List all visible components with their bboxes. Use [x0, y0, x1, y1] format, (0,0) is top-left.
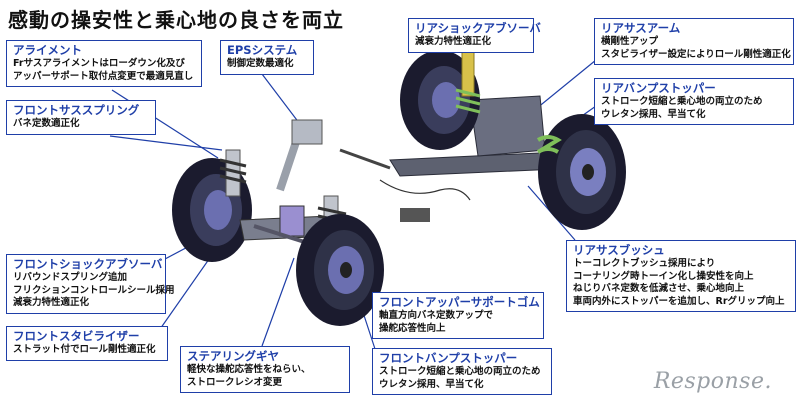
callout-rear-arm: リアサスアーム 横剛性アップ スタビライザー設定によりロール剛性適正化	[594, 18, 794, 65]
callout-line: ウレタン採用、早当て化	[601, 108, 706, 120]
callout-rear-shock: リアショックアブソーバ 減衰力特性適正化	[408, 18, 541, 53]
callout-front-shock: フロントショックアブソーバ リバウンドスプリング追加 フリクションコントロールシ…	[6, 254, 175, 314]
callout-line: リバウンドスプリング追加	[13, 272, 128, 283]
callout-line: 減衰力特性適正化	[13, 297, 90, 308]
callout-heading: リアショックアブソーバ	[415, 21, 541, 35]
callout-rear-bump: リアバンプストッパー ストローク短縮と乗心地の両立のため ウレタン採用、早当て化	[594, 78, 794, 125]
page-title: 感動の操安性と乗心地の良さを両立	[8, 8, 344, 32]
rear-spring	[536, 135, 562, 154]
callout-line: 減衰力特性適正化	[415, 36, 492, 47]
callout-line: トーコレクトブッシュ採用により	[573, 258, 716, 269]
callout-line: フリクションコントロールシール採用	[13, 284, 175, 296]
callout-line: ねじりバネ定数を低減させ、乗心地向上	[573, 283, 745, 294]
callout-line: スタビライザー設定によりロール剛性適正化	[601, 48, 791, 60]
callout-alignment: アライメント Frサスアライメントはローダウン化及び アッパーサポート取付点変更…	[6, 40, 202, 87]
callout-heading: リアサスブッシュ	[573, 243, 665, 257]
callout-line: ストローク短縮と乗心地の両立のため	[601, 96, 763, 107]
callout-line: バネ定数適正化	[13, 118, 80, 129]
callout-line: コーナリング時トーイン化し操安性を向上	[573, 270, 754, 282]
callout-heading: フロントサススプリング	[13, 103, 140, 117]
callout-line: アッパーサポート取付点変更で最適見直し	[13, 70, 194, 82]
callout-line: 軸直方向バネ定数アップで	[379, 310, 494, 321]
callout-line: 操舵応答性向上	[379, 322, 446, 334]
callout-line: 軽快な操舵応答性をねらい、	[187, 364, 311, 375]
callout-heading: EPSシステム	[227, 43, 298, 57]
callout-heading: フロントスタビライザー	[13, 329, 140, 343]
callout-front-bump: フロントバンプストッパー ストローク短縮と乗心地の両立のため ウレタン採用、早当…	[372, 348, 552, 395]
callout-heading: ステアリングギヤ	[187, 349, 279, 363]
callout-line: Frサスアライメントはローダウン化及び	[13, 58, 185, 69]
callout-front-stab: フロントスタビライザー ストラット付でロール剛性適正化	[6, 326, 168, 361]
rear-left-wheel	[400, 50, 480, 150]
rear-right-wheel	[538, 114, 626, 230]
callout-line: ストローク短縮と乗心地の両立のため	[379, 366, 541, 377]
callout-heading: アライメント	[13, 43, 82, 57]
callout-line: 横剛性アップ	[601, 36, 659, 47]
callout-line: ストロークレシオ変更	[187, 376, 283, 388]
callout-heading: リアバンプストッパー	[601, 81, 716, 95]
callout-heading: リアサスアーム	[601, 21, 681, 35]
callout-rear-bush: リアサスブッシュ トーコレクトブッシュ採用により コーナリング時トーイン化し操安…	[566, 240, 796, 312]
callout-line: ウレタン採用、早当て化	[379, 378, 484, 390]
response-logo: Response.	[653, 369, 772, 394]
callout-eps: EPSシステム 制御定数最適化	[220, 40, 314, 75]
callout-line: 制御定数最適化	[227, 58, 294, 69]
callout-heading: フロントショックアブソーバ	[13, 257, 163, 271]
callout-line: 車両内外にストッパーを追加し、Rrグリップ向上	[573, 295, 785, 307]
callout-front-upper: フロントアッパーサポートゴム 軸直方向バネ定数アップで 操舵応答性向上	[372, 292, 544, 339]
front-left-strut	[219, 149, 247, 197]
callout-steering-gear: ステアリングギヤ 軽快な操舵応答性をねらい、 ストロークレシオ変更	[180, 346, 350, 393]
callout-line: ストラット付でロール剛性適正化	[13, 344, 156, 355]
callout-heading: フロントバンプストッパー	[379, 351, 518, 365]
callout-heading: フロントアッパーサポートゴム	[379, 295, 540, 309]
front-right-wheel	[296, 214, 384, 326]
callout-front-spring: フロントサススプリング バネ定数適正化	[6, 100, 156, 135]
steering-column	[276, 119, 323, 192]
rear-axle	[339, 95, 582, 177]
